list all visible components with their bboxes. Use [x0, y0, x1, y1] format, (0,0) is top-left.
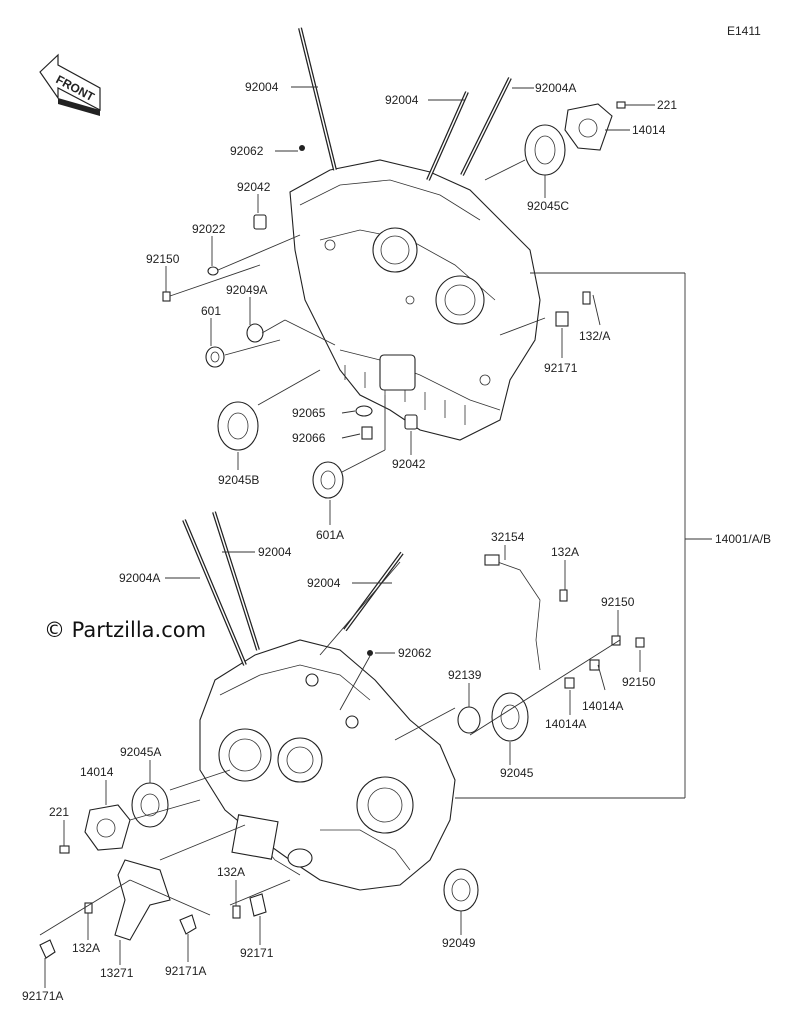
dowel-92042-lower	[404, 414, 418, 430]
callout-92171a-b: 92171A	[165, 964, 206, 978]
callout-92049a: 92049A	[226, 283, 267, 297]
callout-92049: 92049	[442, 936, 476, 950]
callout-lower-14014: 14014	[80, 765, 114, 779]
callout-92139: 92139	[448, 668, 482, 682]
callout-lower-132a-b: 132A	[217, 865, 245, 879]
lower-stud-a	[182, 519, 247, 666]
bearing-92045	[491, 692, 529, 742]
callout-lower-221: 221	[49, 805, 69, 819]
callout-601a: 601A	[316, 528, 344, 542]
plug-92066	[361, 426, 373, 440]
cover-plate-upper	[564, 103, 613, 151]
upper-leader-lines	[165, 86, 655, 525]
callout-lower-92004a: 92004A	[119, 571, 160, 585]
callout-92066: 92066	[292, 431, 326, 445]
callout-601: 601	[201, 304, 221, 318]
callout-92065: 92065	[292, 406, 326, 420]
bolt-221-lower	[59, 845, 70, 854]
callout-221: 221	[657, 98, 677, 112]
lower-stud-b	[212, 511, 260, 651]
callout-lower-92150-b: 92150	[622, 675, 656, 689]
callout-labels: 92004 92004 92004A 221 14014 92062 92045…	[22, 80, 771, 1003]
lower-leader-lines	[39, 545, 641, 988]
callout-92045: 92045	[500, 766, 534, 780]
callout-lower-132a-a: 132A	[551, 545, 579, 559]
seal-92049	[443, 868, 479, 912]
watermark: © Partzilla.com	[44, 618, 206, 642]
callout-92062: 92062	[230, 144, 264, 158]
callout-92004a: 92004A	[535, 81, 576, 95]
seal-14014a-a	[589, 659, 600, 671]
callout-lower-92004-b: 92004	[307, 576, 341, 590]
bolt-132a-lower-b	[232, 905, 241, 919]
callout-14014: 14014	[632, 123, 666, 137]
callout-92150: 92150	[146, 252, 180, 266]
upper-stud-a	[426, 91, 469, 181]
upper-stud-b	[460, 77, 512, 176]
bearing-92045b	[217, 401, 259, 451]
clamp-92171	[555, 311, 569, 327]
bearing-92045c	[524, 124, 566, 176]
callout-13271: 13271	[100, 966, 134, 980]
dowel-92042-upper	[253, 214, 267, 230]
callout-32154: 32154	[491, 530, 525, 544]
bolt-132a-upper	[582, 291, 591, 305]
dowel-pin-upper	[299, 145, 305, 151]
callout-92022: 92022	[192, 222, 226, 236]
bearing-601	[205, 346, 225, 368]
dowel-pin-lower	[367, 650, 373, 656]
callout-92045c: 92045C	[527, 199, 569, 213]
bearing-92045a	[131, 782, 169, 828]
oil-pipe-32154	[484, 554, 541, 671]
callout-lower-92171: 92171	[240, 946, 274, 960]
bushing-92139	[457, 706, 481, 734]
bolt-132a-lower-c	[84, 902, 93, 914]
callout-14014a-a: 14014A	[582, 699, 623, 713]
set-bracket	[455, 272, 712, 799]
cover-plate-lower	[84, 804, 131, 851]
front-arrow-icon: FRONT	[39, 53, 101, 116]
callout-14014a-b: 14014A	[545, 717, 586, 731]
clamp-92171	[249, 893, 267, 917]
callout-132-a: 132/A	[579, 329, 610, 343]
callout-92004: 92004	[385, 93, 419, 107]
callout-lower-132a-c: 132A	[72, 941, 100, 955]
bracket-13271	[114, 859, 171, 941]
clamp-92171a-a	[39, 939, 56, 959]
callout-92042-a: 92042	[237, 180, 271, 194]
upper-stud-long	[298, 27, 337, 171]
callout-92045a: 92045A	[120, 745, 161, 759]
bolt-92150-upper	[162, 291, 171, 302]
callout-lower-92004: 92004	[258, 545, 292, 559]
callout-92171a-a: 92171A	[22, 989, 63, 1003]
callout-92042-b: 92042	[392, 457, 426, 471]
callout-14001-a-b: 14001/A/B	[715, 532, 771, 546]
callout-lower-92062: 92062	[398, 646, 432, 660]
washer-92022	[207, 266, 219, 276]
callout-lower-92150-a: 92150	[601, 595, 635, 609]
callout-92171: 92171	[544, 361, 578, 375]
bearing-601a	[312, 461, 344, 499]
diagram-code: E1411	[727, 24, 761, 38]
bolt-132a-lower-a	[559, 589, 568, 602]
seal-14014a-b	[564, 677, 575, 689]
upper-crankcase	[289, 159, 541, 441]
clamp-92171a-b	[179, 914, 197, 935]
lower-crankcase	[199, 639, 456, 891]
callout-92045b: 92045B	[218, 473, 259, 487]
lower-stud-c	[343, 551, 404, 632]
washer-92065	[355, 405, 373, 417]
callout-92004-long: 92004	[245, 80, 279, 94]
seal-92049a	[246, 323, 264, 343]
bolt-92150-lower-b	[635, 637, 645, 648]
